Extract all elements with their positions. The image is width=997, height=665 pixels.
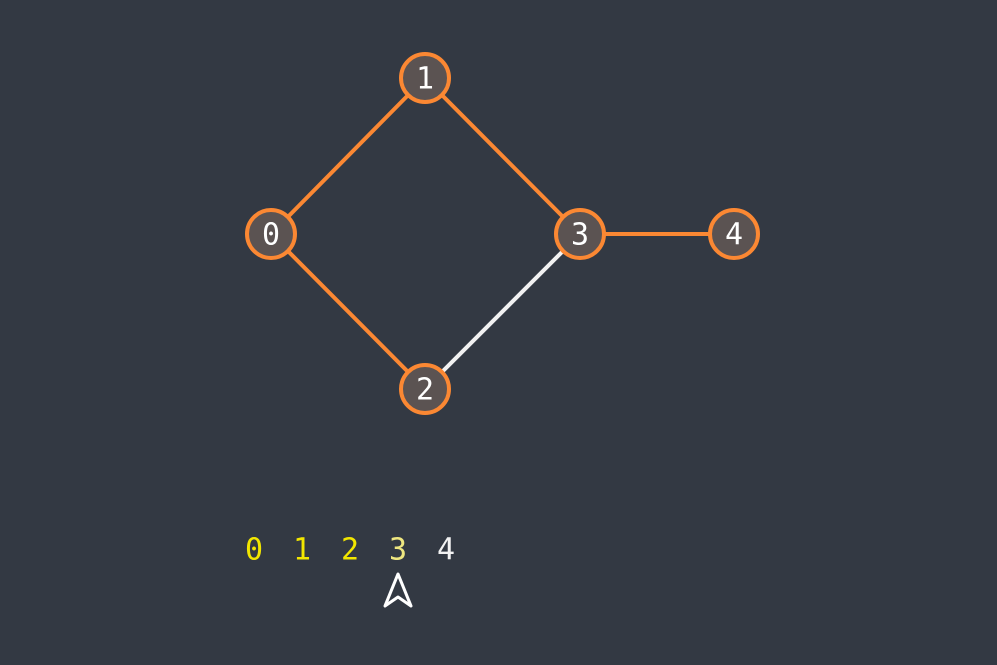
edge-0-2 [269, 232, 427, 391]
order-item-3: 3 [389, 533, 407, 568]
edge-0-1 [269, 76, 427, 236]
node-circle [245, 208, 297, 260]
edge-2-3 [423, 232, 582, 391]
node-label: 3 [571, 218, 589, 253]
order-item-4: 4 [437, 533, 455, 568]
node-layer: 0 1 2 3 4 [245, 52, 760, 415]
node-2: 2 [399, 363, 451, 415]
node-label: 1 [416, 62, 434, 97]
edge-layer [269, 76, 736, 391]
pointer-layer [383, 572, 413, 608]
node-label: 0 [262, 218, 280, 253]
node-3: 3 [554, 208, 606, 260]
node-circle [399, 52, 451, 104]
node-4: 4 [708, 208, 760, 260]
node-1: 1 [399, 52, 451, 104]
arrow-up-icon [383, 572, 413, 608]
node-circle [399, 363, 451, 415]
node-0: 0 [245, 208, 297, 260]
order-item-1: 1 [293, 533, 311, 568]
order-item-0: 0 [245, 533, 263, 568]
order-item-2: 2 [341, 533, 359, 568]
node-label: 4 [725, 218, 743, 253]
node-circle [554, 208, 606, 260]
node-label: 2 [416, 373, 434, 408]
node-circle [708, 208, 760, 260]
edge-1-3 [423, 76, 582, 236]
